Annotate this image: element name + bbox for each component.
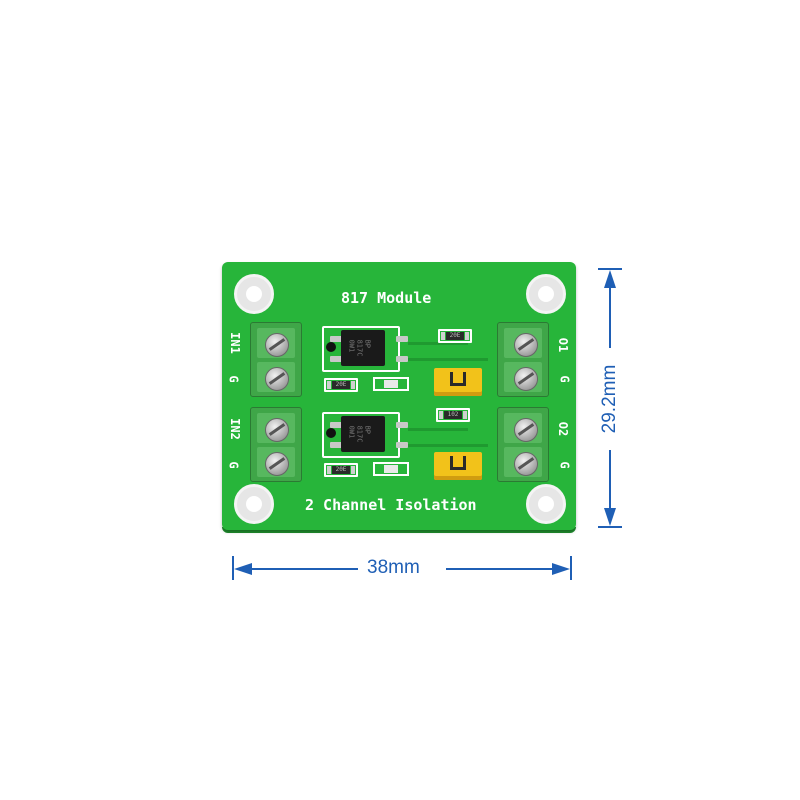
optocoupler-chip-1: BP 817C 0W1 — [341, 330, 385, 366]
jumper-1[interactable] — [434, 368, 482, 396]
height-extension-top — [598, 268, 622, 270]
chip-lead — [396, 422, 408, 428]
resistor-1: 20E — [438, 329, 472, 343]
trace — [408, 444, 488, 447]
resistor-4: 20E — [324, 463, 358, 477]
input-terminal-1[interactable] — [250, 322, 302, 397]
width-extension-left — [232, 556, 234, 580]
resistor-3: 102 — [436, 408, 470, 422]
screw-icon[interactable] — [265, 418, 289, 442]
screw-icon[interactable] — [514, 333, 538, 357]
label-g-left-2: G — [226, 461, 241, 469]
screw-icon[interactable] — [514, 367, 538, 391]
chip-lead — [330, 356, 342, 362]
trace — [408, 428, 468, 431]
pin1-marker — [326, 428, 336, 438]
arrow-left-icon — [234, 563, 252, 575]
label-g-right-2: G — [557, 461, 572, 469]
label-in2: IN2 — [227, 418, 242, 440]
width-label: 38mm — [367, 557, 420, 578]
screw-icon[interactable] — [265, 452, 289, 476]
label-in1: IN1 — [227, 332, 242, 354]
height-line-bottom — [609, 450, 611, 520]
jumper-2[interactable] — [434, 452, 482, 480]
chip-marking: BP 817C 0W1 — [347, 425, 372, 443]
input-terminal-2[interactable] — [250, 407, 302, 482]
board-title: 817 Module — [341, 289, 432, 307]
label-g-left-1: G — [226, 375, 241, 383]
trace — [408, 342, 468, 345]
chip-lead — [330, 442, 342, 448]
mounting-hole-bottom-left — [234, 484, 274, 524]
width-extension-right — [570, 556, 572, 580]
mounting-hole-bottom-right — [526, 484, 566, 524]
optocoupler-footprint-2 — [322, 412, 400, 458]
width-line-left — [240, 568, 358, 570]
optocoupler-footprint-1 — [322, 326, 400, 372]
output-terminal-2[interactable] — [497, 407, 549, 482]
trace — [408, 358, 488, 361]
pcb-edge — [222, 527, 576, 533]
screw-icon[interactable] — [514, 418, 538, 442]
resistor-2: 20E — [324, 378, 358, 392]
chip-lead — [396, 442, 408, 448]
height-label: 29.2mm — [599, 364, 620, 434]
width-line-right — [446, 568, 562, 570]
chip-lead — [396, 356, 408, 362]
chip-lead — [396, 336, 408, 342]
chip-marking: BP 817C 0W1 — [347, 339, 372, 357]
chip-lead — [330, 422, 342, 428]
mounting-hole-top-right — [526, 274, 566, 314]
arrow-right-icon — [552, 563, 570, 575]
screw-icon[interactable] — [265, 367, 289, 391]
label-o2: O2 — [556, 421, 571, 437]
screw-icon[interactable] — [265, 333, 289, 357]
screw-icon[interactable] — [514, 452, 538, 476]
status-led-2 — [373, 462, 409, 476]
mounting-hole-top-left — [234, 274, 274, 314]
chip-lead — [330, 336, 342, 342]
output-terminal-1[interactable] — [497, 322, 549, 397]
arrow-up-icon — [604, 270, 616, 288]
status-led-1 — [373, 377, 409, 391]
board-subtitle: 2 Channel Isolation — [305, 496, 477, 514]
arrow-down-icon — [604, 508, 616, 526]
height-line-top — [609, 276, 611, 348]
label-o1: O1 — [556, 337, 571, 353]
optocoupler-chip-2: BP 817C 0W1 — [341, 416, 385, 452]
height-extension-bottom — [598, 526, 622, 528]
pin1-marker — [326, 342, 336, 352]
label-g-right-1: G — [557, 375, 572, 383]
